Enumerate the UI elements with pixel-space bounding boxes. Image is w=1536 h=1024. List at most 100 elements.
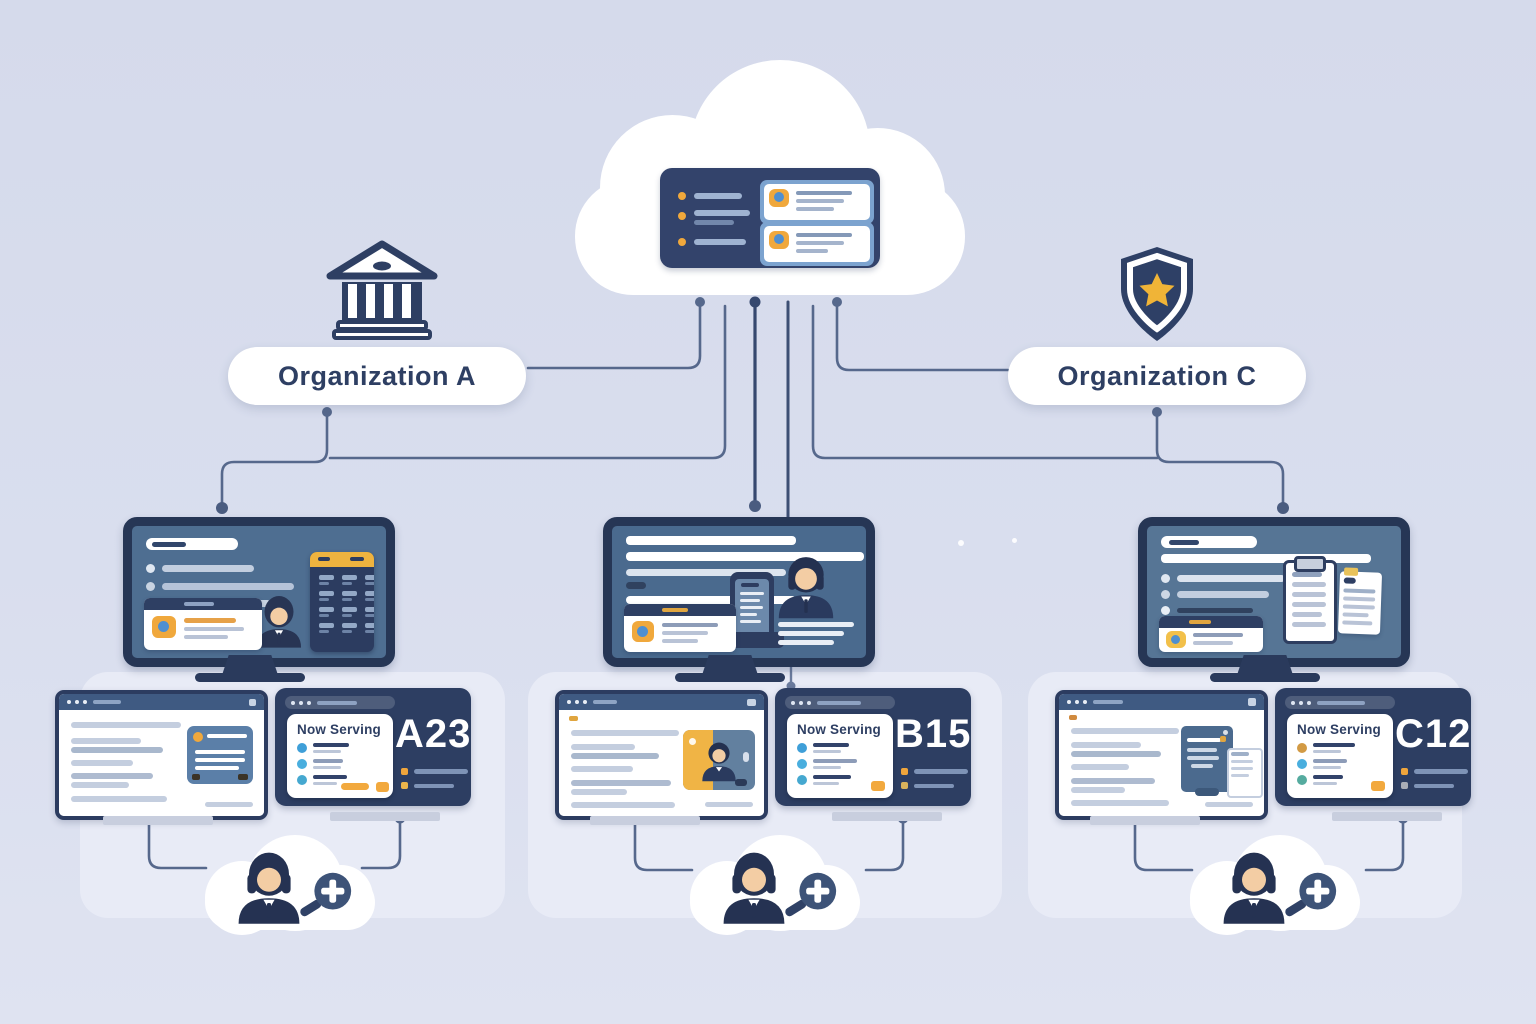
browser-icon [1248,698,1256,706]
kiosk-base [720,632,784,648]
client-screen-b [555,690,768,820]
ui-line [778,640,834,645]
now-serving-title: Now Serving [1297,722,1381,737]
queue-bullet [401,768,468,775]
ui-row [146,582,294,591]
bullet-dot [678,212,686,220]
ui-line [778,631,844,636]
magnifier-plus-icon [1285,872,1337,917]
now-serving-card: Now Serving [787,714,893,798]
screen-stand [330,812,440,821]
ui-line [626,596,796,604]
person-icon [702,742,736,782]
workstation-monitor-b [603,517,875,667]
shield-star-icon [1121,247,1193,341]
monitor-base [1210,673,1320,682]
document-icon [1337,567,1383,635]
cloud-icon [575,60,965,295]
connector [1364,818,1405,872]
queue-row [297,775,385,785]
person-icon [256,596,302,648]
connector [864,818,905,872]
ui-line [694,239,746,245]
bank-icon [326,240,438,340]
connector-dot [1277,502,1289,514]
monitor-stand [1237,655,1293,675]
ui-row [1161,590,1269,599]
now-serving-code: B15 [895,712,972,756]
client-cloud-b [690,835,860,935]
connector-dot [832,297,842,307]
video-call-card [683,730,755,790]
bullet-dot [678,238,686,246]
connector [1155,410,1285,508]
now-serving-display-c: Now Serving C12 [1275,688,1471,806]
monitor-stand [702,655,758,675]
queue-bullet [1401,768,1468,775]
calendar-panel [310,552,374,652]
dashboard-panel [660,168,880,268]
queue-row [297,743,385,753]
queue-entry-card [760,180,874,224]
ui-pill [146,538,238,550]
person-icon [723,852,785,924]
browser-icon [249,699,256,706]
workstation-monitor-c [1138,517,1410,667]
action-chip [376,782,389,792]
screen-stand [103,816,213,825]
now-serving-title: Now Serving [797,722,881,737]
ui-row [1161,574,1285,583]
browser-titlebar [559,694,764,710]
client-screen-a [55,690,268,820]
magnifier-plus-icon [785,872,837,917]
workstation-monitor-a [123,517,395,667]
screen-stand [1332,812,1442,821]
queue-row [1297,743,1385,753]
person-icon [778,557,834,619]
queue-row [1297,775,1385,785]
monitor-base [675,673,785,682]
kiosk-card [1181,726,1233,796]
client-cloud-c [1190,835,1360,935]
now-serving-display-a: Now Serving A23 [275,688,471,806]
ui-line [778,622,854,627]
connector [328,304,727,460]
client-screen-c [1055,690,1268,820]
connector-dot [695,297,705,307]
ui-line [626,536,796,545]
ui-line [626,552,864,561]
connector-dot [1152,407,1162,417]
connector-dot [749,296,761,308]
organization-c-label: Organization C [1008,347,1306,405]
info-card [187,726,253,784]
connector [1133,818,1194,872]
queue-row [797,775,885,785]
queue-bullet [401,782,454,789]
ticket-card [144,598,262,650]
browser-titlebar [59,694,264,710]
display-titlebar [1285,696,1395,709]
queue-entry-card [760,222,874,266]
monitor-stand [222,655,278,675]
ui-row [1161,606,1253,615]
ui-line [626,582,646,589]
queue-bullet [901,782,954,789]
now-serving-card: Now Serving [287,714,393,798]
ui-line [694,210,750,216]
action-chip [1371,781,1385,791]
client-cloud-a [205,835,375,935]
display-titlebar [785,696,895,709]
ui-pill [1161,536,1257,548]
clipboard-icon [1283,556,1337,644]
display-titlebar [285,696,395,709]
queue-row [797,759,885,769]
now-serving-code: A23 [395,712,472,756]
now-serving-display-b: Now Serving B15 [775,688,971,806]
connector [835,300,1010,372]
now-serving-title: Now Serving [297,722,381,737]
ui-line [694,193,742,199]
ui-line [694,220,734,225]
queue-bullet [1401,782,1454,789]
now-serving-card: Now Serving [1287,714,1393,798]
ui-row [146,564,254,573]
